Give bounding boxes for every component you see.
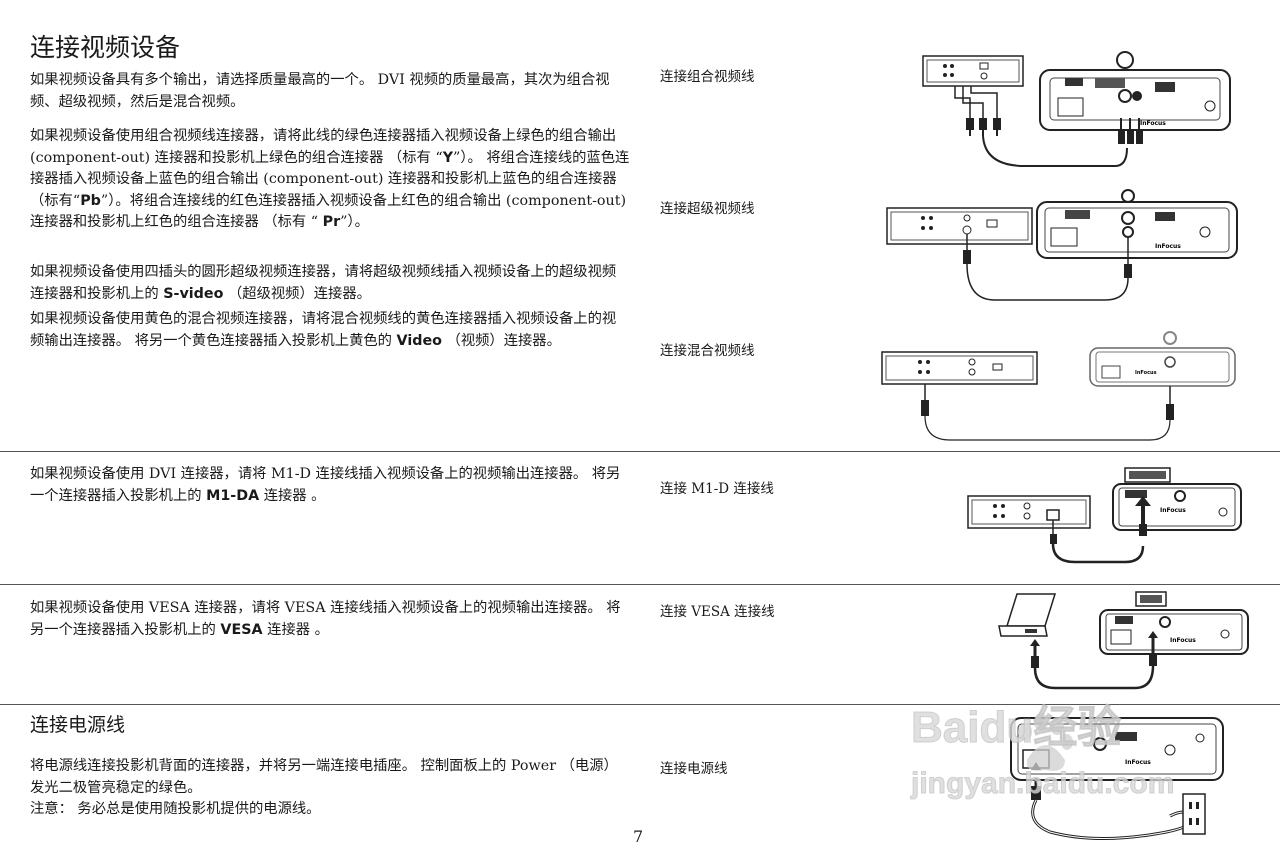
paragraph-quality: 如果视频设备具有多个输出，请选择质量最高的一个。 DVI 视频的质量最高，其次为… [30, 72, 610, 110]
label-power: 连接电源线 [660, 761, 728, 777]
paragraph-composite: 如果视频设备使用黄色的混合视频连接器，请将混合视频线的黄色连接器插入视频设备上的… [30, 311, 617, 349]
page-number: 7 [633, 827, 644, 846]
svg-text:InFocus: InFocus [1125, 759, 1151, 766]
component-cable-diagram: InFocus [922, 51, 1231, 167]
svideo-cable-diagram: InFocus [886, 189, 1238, 301]
section-title-power: 连接电源线 [30, 714, 126, 736]
power-cable-diagram: InFocus [1010, 717, 1224, 841]
svg-text:InFocus: InFocus [1170, 637, 1196, 644]
vesa-cable-diagram: InFocus [998, 591, 1249, 690]
page-title: 连接视频设备 [30, 33, 181, 62]
label-m1d: 连接 M1-D 连接线 [660, 481, 774, 497]
svg-text:InFocus: InFocus [1140, 120, 1166, 127]
label-svideo: 连接超级视频线 [660, 201, 755, 217]
m1d-cable-diagram: InFocus [967, 467, 1242, 564]
paragraph-svideo: 如果视频设备使用四插头的圆形超级视频连接器，请将超级视频线插入视频设备上的超级视… [30, 264, 617, 302]
paragraph-note: 注意： 务必总是使用随投影机提供的电源线。 [30, 801, 321, 817]
composite-cable-diagram: InFocus [881, 331, 1236, 441]
divider [0, 584, 1280, 585]
paragraph-power: 将电源线连接投影机背面的连接器，并将另一端连接电插座。 控制面板上的 Power… [30, 758, 618, 796]
label-component: 连接组合视频线 [660, 69, 755, 85]
divider [0, 451, 1280, 452]
divider [0, 704, 1280, 705]
label-vesa: 连接 VESA 连接线 [660, 604, 775, 620]
svg-text:InFocus: InFocus [1160, 507, 1186, 514]
paragraph-component: 如果视频设备使用组合视频线连接器，请将此线的绿色连接器插入视频设备上绿色的组合输… [30, 128, 630, 230]
svg-text:InFocus: InFocus [1135, 370, 1157, 376]
paragraph-vesa: 如果视频设备使用 VESA 连接器，请将 VESA 连接线插入视频设备上的视频输… [30, 600, 621, 638]
label-composite: 连接混合视频线 [660, 343, 755, 359]
svg-text:InFocus: InFocus [1155, 243, 1181, 250]
paragraph-m1d: 如果视频设备使用 DVI 连接器，请将 M1-D 连接线插入视频设备上的视频输出… [30, 466, 621, 504]
